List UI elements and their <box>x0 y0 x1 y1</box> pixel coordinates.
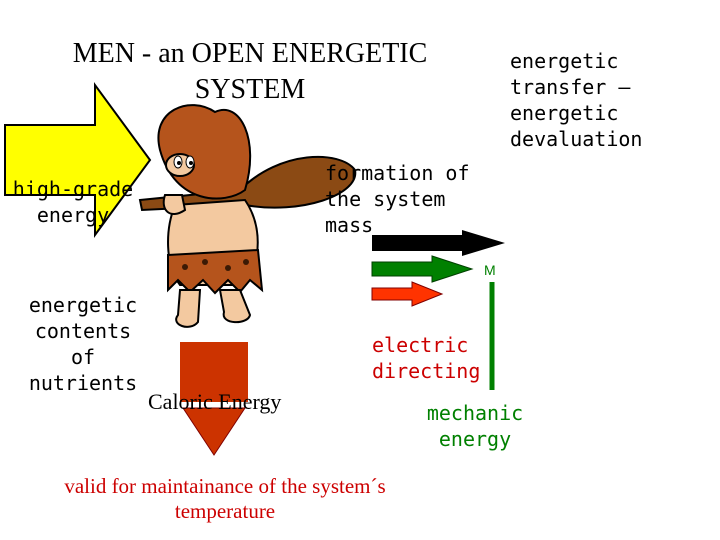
high-grade-energy-label: high-grade energy <box>12 177 134 227</box>
black-arrow <box>372 230 505 256</box>
formation-label: formation of the system mass <box>325 161 470 237</box>
marker-m: M <box>484 262 496 278</box>
electric-directing-label: electric directing <box>372 333 481 383</box>
energetic-transfer-label: energetic transfer – energetic devaluati… <box>510 49 643 151</box>
mechanic-energy-label: mechanic energy <box>426 401 524 451</box>
red-arrow <box>371 281 444 307</box>
nutrients-label: energetic contents of nutrients <box>28 293 138 395</box>
caloric-energy-label: Caloric Energy <box>148 389 282 414</box>
down-triangle <box>182 407 246 456</box>
high-grade-energy-arrow <box>4 81 152 239</box>
caloric-energy-block <box>180 342 248 402</box>
temperature-label: valid for maintainance of the system´s t… <box>64 474 386 523</box>
caveman-illustration <box>138 104 357 328</box>
page-title: MEN - an OPEN ENERGETIC SYSTEM <box>72 38 428 105</box>
green-arrow <box>371 255 474 283</box>
